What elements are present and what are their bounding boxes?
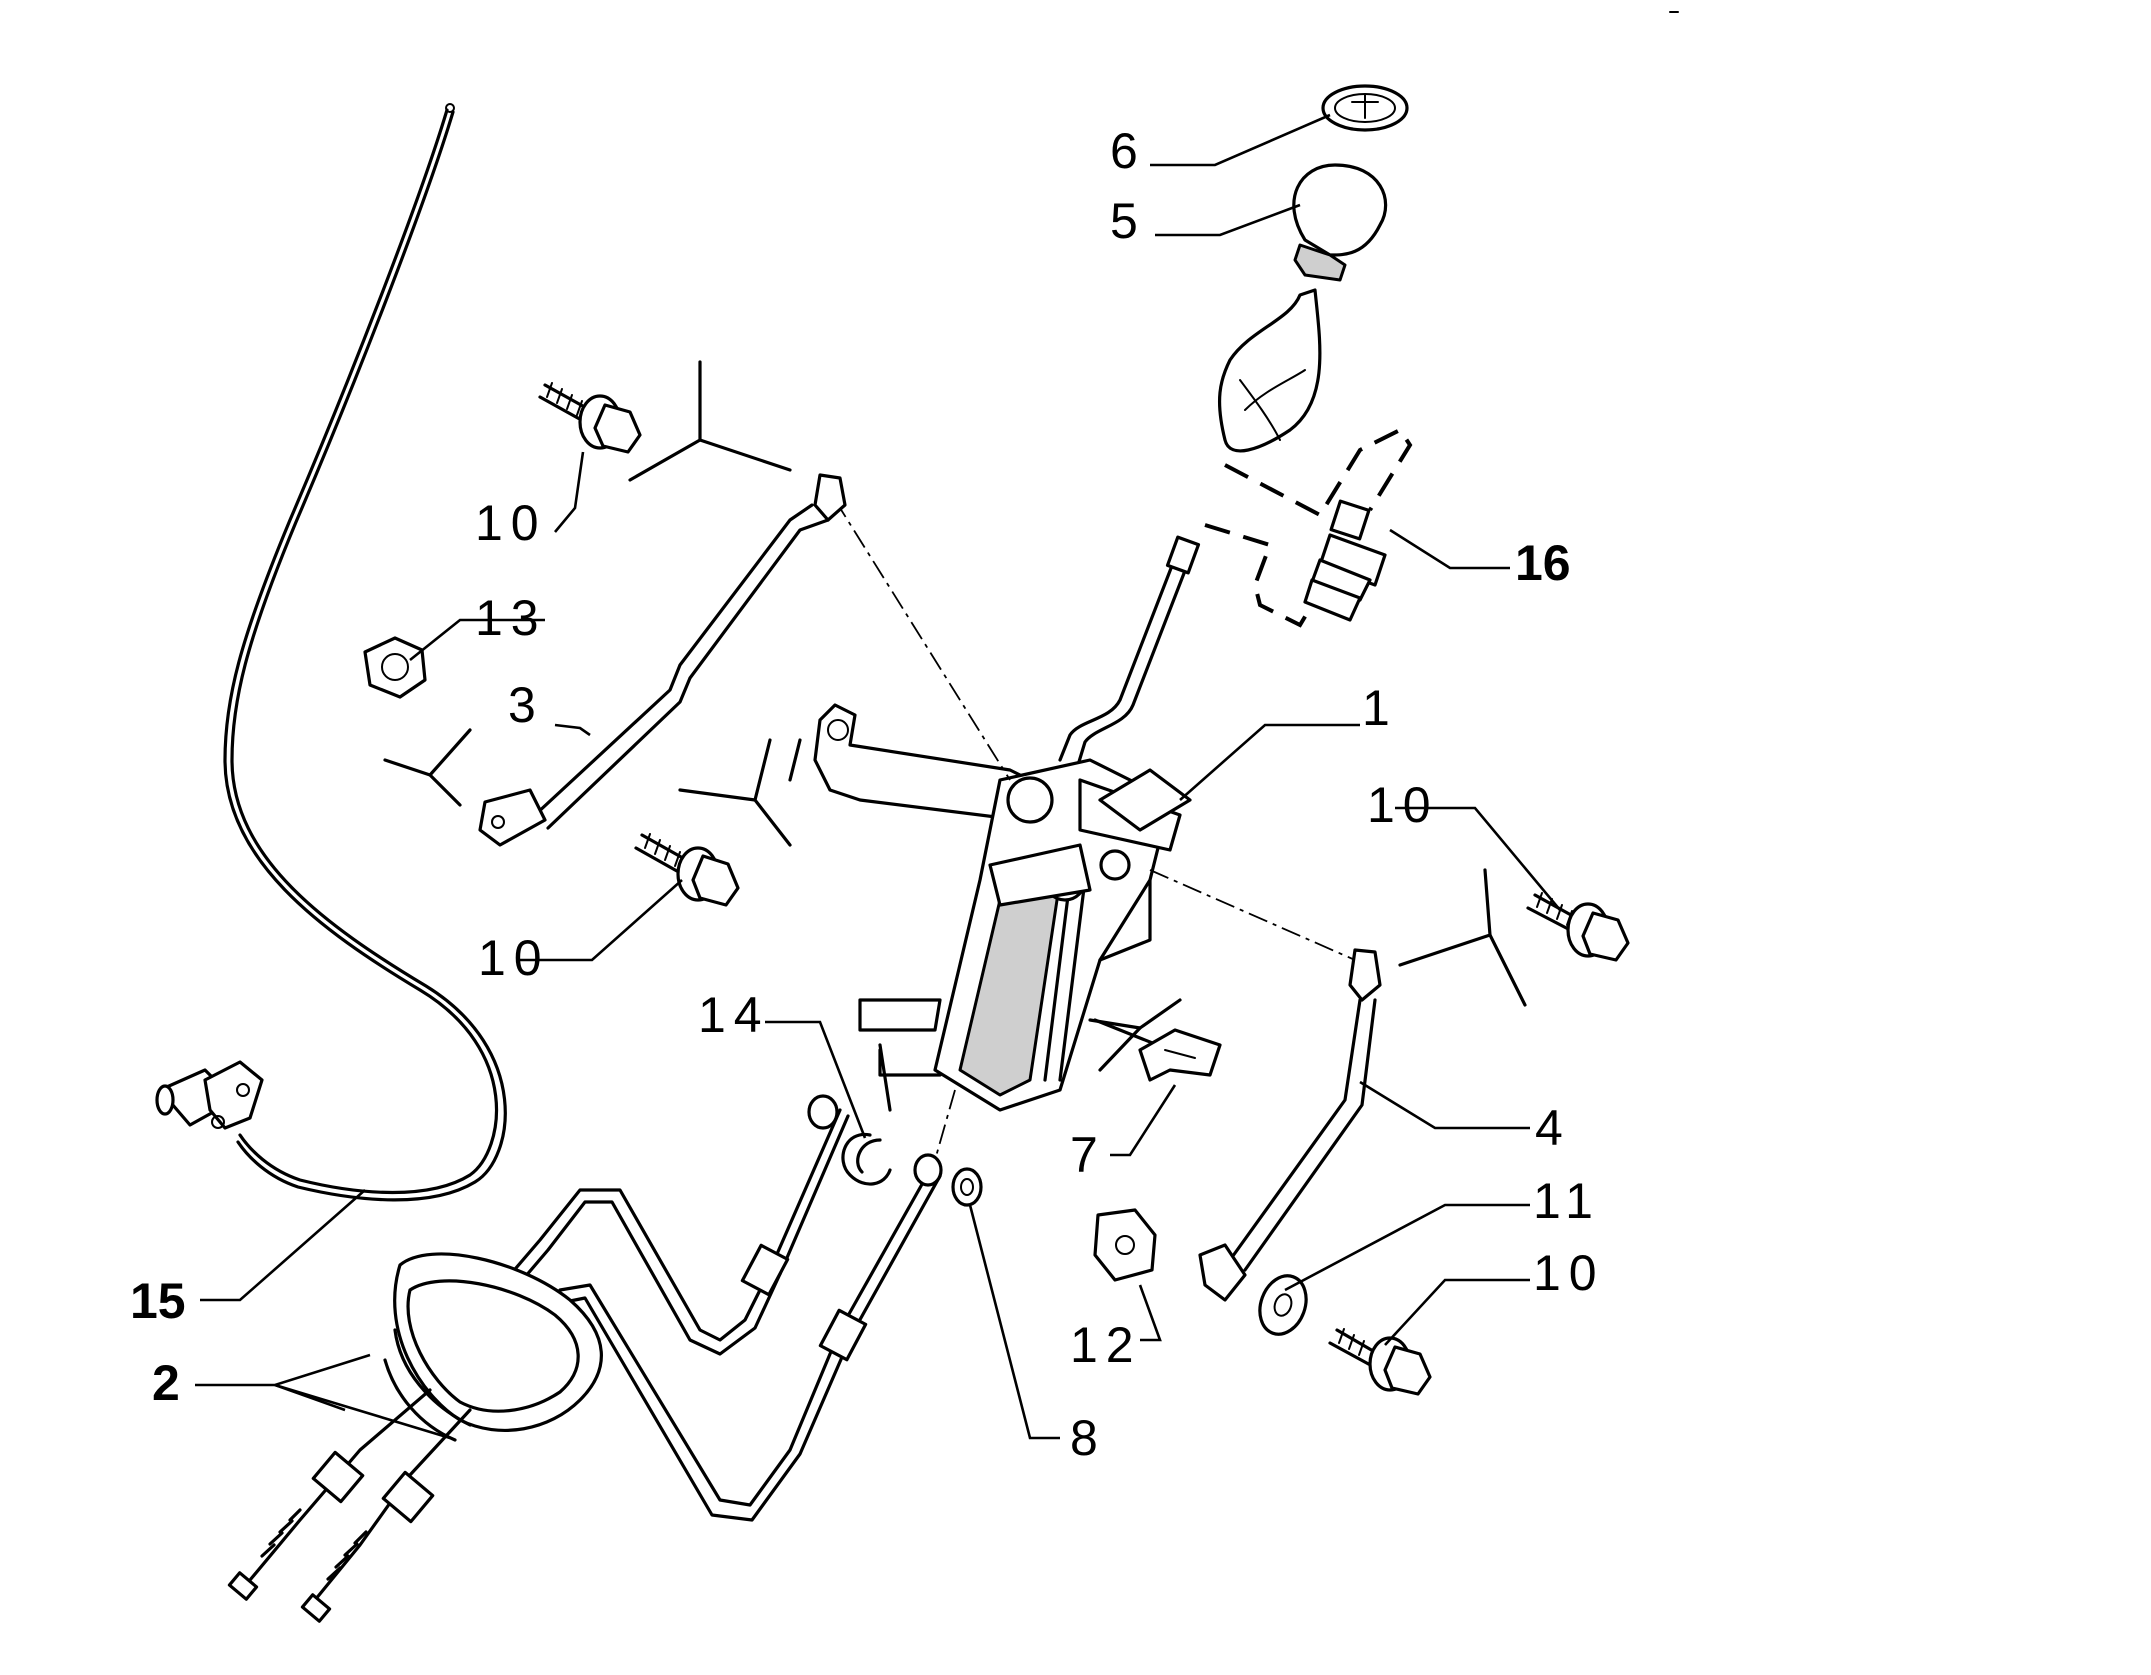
part-11-washer <box>1258 1274 1308 1336</box>
part-10-bolt-mid-left <box>634 833 740 907</box>
alignment-line-center <box>934 1089 956 1161</box>
callout-7: 7 <box>1070 1127 1106 1183</box>
callout-10-lower-right: 10 <box>1533 1245 1605 1301</box>
part-14-circlip <box>807 1094 943 1187</box>
part-4-linkage-rod <box>1198 948 1382 1302</box>
callout-15: 15 <box>130 1273 186 1329</box>
part-12-cage-nut <box>1093 1208 1157 1282</box>
callout-10-mid-left: 10 <box>478 930 550 986</box>
callout-5: 5 <box>1110 193 1146 249</box>
part-8-washer <box>951 1167 983 1207</box>
callout-12: 12 <box>1070 1317 1142 1373</box>
callout-1: 1 <box>1362 680 1398 736</box>
callout-8: 8 <box>1070 1410 1106 1466</box>
callout-13: 13 <box>475 590 547 646</box>
part-10-bolt-right <box>1526 892 1630 962</box>
callout-6: 6 <box>1110 123 1146 179</box>
part-5-gear-knob <box>1292 163 1388 282</box>
part-10-bolt-upper-left <box>538 382 642 454</box>
callout-10-right: 10 <box>1367 777 1439 833</box>
part-13-nut <box>363 636 427 699</box>
part-10-bolt-lower-right <box>1328 1328 1432 1396</box>
part-16-bushing <box>1204 427 1413 628</box>
callout-10-upper-left: 10 <box>475 495 547 551</box>
callout-11: 11 <box>1533 1173 1601 1229</box>
leader-lines <box>195 113 1561 1440</box>
alignment-line-lower <box>1149 869 1356 961</box>
part-3-linkage-rod <box>478 473 847 847</box>
shift-boot <box>1217 288 1322 453</box>
callout-2: 2 <box>152 1355 180 1411</box>
callout-16: 16 <box>1515 535 1571 591</box>
part-15-sensor-cable <box>155 103 507 1202</box>
callout-3: 3 <box>508 677 544 733</box>
part-7-clip-plate <box>1138 1028 1222 1082</box>
assembly-markers <box>383 360 1527 1112</box>
part-1-shift-lever-assembly <box>788 535 1201 1112</box>
part-6-knob-cap <box>1321 84 1409 132</box>
callout-4: 4 <box>1535 1100 1571 1156</box>
callout-14: 14 <box>698 987 770 1043</box>
alignment-line-upper <box>834 499 1011 781</box>
